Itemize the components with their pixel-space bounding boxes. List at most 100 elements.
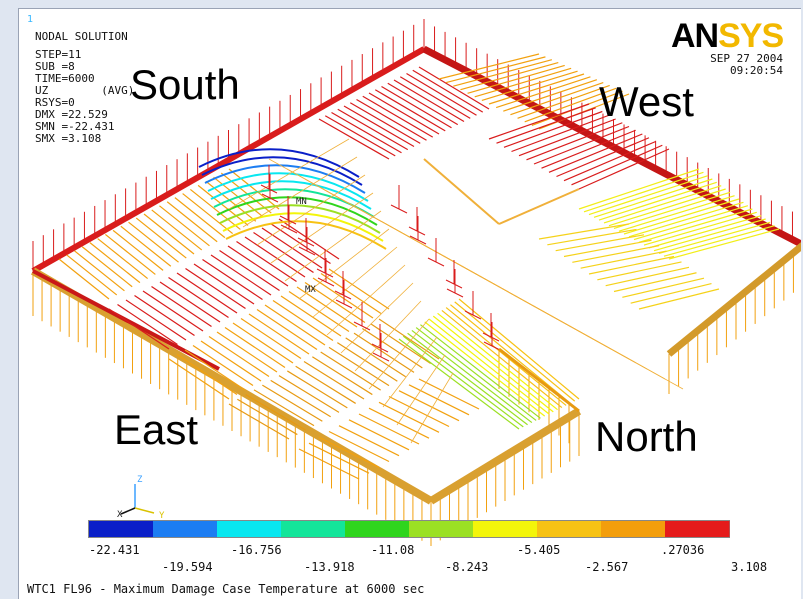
floor-truss <box>270 379 331 418</box>
floor-truss <box>578 168 700 210</box>
floor-truss <box>176 354 238 395</box>
ansys-logo: ANSYS <box>671 19 801 53</box>
floor-truss <box>548 133 643 173</box>
floor-truss <box>338 425 400 457</box>
floor-truss <box>272 300 334 341</box>
core-column <box>297 237 315 247</box>
floor-truss <box>356 98 427 141</box>
floor-truss <box>312 277 374 319</box>
core-beam <box>396 354 446 426</box>
floor-truss <box>253 232 314 273</box>
core-column <box>260 184 278 194</box>
floor-truss <box>453 59 553 87</box>
floor-truss <box>200 340 262 382</box>
floor-truss <box>556 137 650 178</box>
cold-truss-arc <box>204 164 366 194</box>
triad-x-axis <box>120 507 136 515</box>
floor-truss <box>571 144 663 186</box>
floor-truss <box>337 108 409 151</box>
floor-truss <box>362 95 434 138</box>
legend-color-band <box>217 521 282 537</box>
floor-truss <box>112 229 164 271</box>
floor-truss <box>454 301 576 402</box>
core-column <box>427 257 445 267</box>
floor-truss <box>219 250 280 291</box>
core-column <box>334 290 352 300</box>
floor-truss <box>220 172 272 214</box>
legend-label: -11.08 <box>371 543 415 557</box>
spandrel-north-east <box>666 242 801 357</box>
floor-truss <box>89 242 141 284</box>
floor-truss <box>210 254 272 296</box>
legend-color-band <box>281 521 346 537</box>
floor-truss <box>343 105 415 148</box>
floor-truss <box>353 332 415 373</box>
floor-truss <box>495 76 591 109</box>
floor-truss <box>232 322 294 364</box>
floor-truss <box>638 288 720 310</box>
cold-truss-arc <box>210 180 372 210</box>
floor-truss <box>541 129 636 169</box>
core-column <box>317 277 335 287</box>
min-marker: MN <box>296 197 307 207</box>
floor-truss <box>387 82 459 126</box>
floor-truss <box>244 236 306 278</box>
info-line: SMN =-22.431 <box>35 120 115 133</box>
core-beam <box>368 318 430 390</box>
info-line: STEP=11 <box>35 48 82 61</box>
floor-truss <box>438 53 540 80</box>
floor-truss <box>563 239 652 258</box>
floor-truss <box>205 180 257 222</box>
floor-truss <box>411 329 533 424</box>
floor-truss <box>184 349 246 391</box>
floor-truss <box>66 254 118 296</box>
core-column <box>372 352 390 362</box>
core-column <box>408 226 426 236</box>
floor-truss <box>182 193 234 235</box>
floor-truss <box>428 318 550 415</box>
floor-truss <box>197 184 249 226</box>
floor-truss <box>415 327 537 421</box>
legend-color-band <box>89 521 154 537</box>
core-column <box>353 321 371 331</box>
floor-truss <box>563 140 656 182</box>
floor-truss <box>622 277 705 298</box>
floor-truss <box>538 223 630 240</box>
floor-truss <box>588 255 675 275</box>
floor-truss <box>407 332 528 426</box>
floor-truss <box>503 79 598 112</box>
core-column <box>390 204 408 214</box>
floor-truss <box>174 197 226 239</box>
floor-truss <box>349 102 421 144</box>
floor-truss <box>308 442 370 474</box>
floor-truss <box>402 335 524 428</box>
legend-label: 3.108 <box>731 560 768 574</box>
floor-truss <box>420 324 541 419</box>
core-beam <box>298 228 390 300</box>
legend-label: -2.567 <box>585 560 629 574</box>
core-column <box>371 343 389 353</box>
floor-truss <box>418 66 490 110</box>
core-column <box>483 341 501 351</box>
floor-truss <box>526 122 623 161</box>
info-line: DMX =22.529 <box>35 108 108 121</box>
floor-truss <box>193 263 255 305</box>
floor-truss <box>176 272 238 314</box>
cold-truss-arc <box>207 172 369 202</box>
floor-truss <box>159 281 221 323</box>
floor-truss <box>623 198 740 235</box>
date-text: SEP 27 2004 <box>710 52 783 65</box>
floor-truss <box>374 89 446 132</box>
floor-truss <box>256 309 318 350</box>
floor-truss <box>388 395 450 428</box>
floor-truss <box>437 312 558 411</box>
floor-truss <box>613 191 731 230</box>
legend-color-band <box>665 521 730 537</box>
floor-truss <box>481 70 578 102</box>
floor-truss <box>81 246 133 288</box>
floor-truss <box>320 351 381 391</box>
floor-truss <box>638 208 753 243</box>
legend-color-band <box>409 521 474 537</box>
core-beam <box>256 174 366 246</box>
floor-truss <box>445 56 546 84</box>
